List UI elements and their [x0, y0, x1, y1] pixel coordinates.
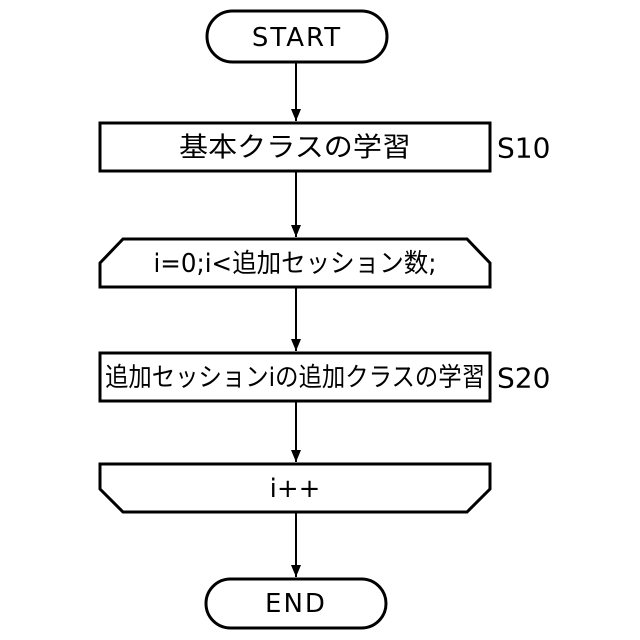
node-start-terminator: START: [205, 9, 389, 64]
process-s20-shape: [98, 351, 492, 403]
process-s10-label: 基本クラスの学習: [179, 133, 411, 164]
node-loop-end: i++: [98, 462, 492, 514]
loop-end-label: i++: [270, 474, 321, 504]
end-terminator-shape: [204, 577, 388, 630]
end-label: END: [265, 589, 327, 619]
loop-start-shape: [98, 237, 492, 289]
step-label-s20: S20: [497, 362, 550, 395]
start-label: START: [252, 23, 342, 53]
loop-end-shape: [98, 462, 492, 514]
process-s10-shape: [98, 121, 492, 173]
start-terminator-shape: [205, 9, 389, 64]
process-s20-label: 追加セッションiの追加クラスの学習: [105, 363, 485, 393]
node-process-s10: 基本クラスの学習 S10: [98, 121, 550, 173]
loop-start-label: i=0;i<追加セッション数;: [154, 249, 437, 279]
step-label-s10: S10: [497, 132, 550, 165]
node-process-s20: 追加セッションiの追加クラスの学習 S20: [98, 351, 550, 403]
node-loop-start: i=0;i<追加セッション数;: [98, 237, 492, 289]
node-end-terminator: END: [204, 577, 388, 630]
